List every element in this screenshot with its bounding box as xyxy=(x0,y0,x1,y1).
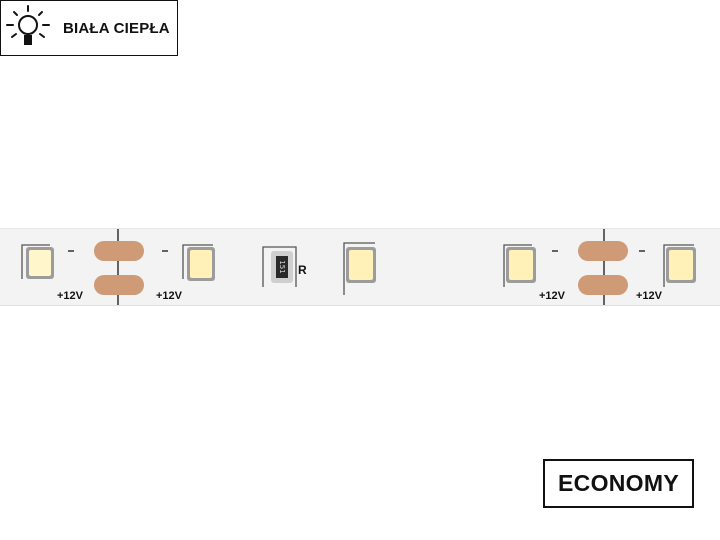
led-chip xyxy=(346,247,376,283)
lightbulb-icon xyxy=(6,5,50,45)
led-chip xyxy=(26,247,54,279)
economy-label: ECONOMY xyxy=(543,459,694,508)
led-chip xyxy=(666,247,696,283)
led-frame xyxy=(182,244,213,279)
led-frame xyxy=(503,244,532,287)
solder-pad xyxy=(94,241,144,261)
solder-pad xyxy=(578,275,628,295)
voltage-label: +12V xyxy=(539,290,566,302)
resistor-mark: R xyxy=(298,263,307,277)
resistor: 151 R xyxy=(271,251,307,283)
voltage-label: +12V xyxy=(156,290,183,302)
led-frame xyxy=(21,244,50,279)
led-frame xyxy=(663,244,694,287)
led-chip xyxy=(187,247,215,281)
led-strip-drawing: 151 R +12V +12V +12V +12V xyxy=(21,229,696,305)
resistor-frame xyxy=(262,246,297,287)
led-strip: 151 R +12V +12V +12V +12V xyxy=(0,228,720,306)
voltage-label: +12V xyxy=(57,290,84,302)
color-temperature-badge: BIAŁA CIEPŁA xyxy=(0,0,178,56)
resistor-code: 151 xyxy=(278,260,286,273)
voltage-label: +12V xyxy=(636,290,663,302)
badge-label: BIAŁA CIEPŁA xyxy=(63,20,170,37)
led-chip xyxy=(506,247,536,283)
solder-pad xyxy=(94,275,144,295)
led-frame xyxy=(343,242,375,295)
solder-pad xyxy=(578,241,628,261)
